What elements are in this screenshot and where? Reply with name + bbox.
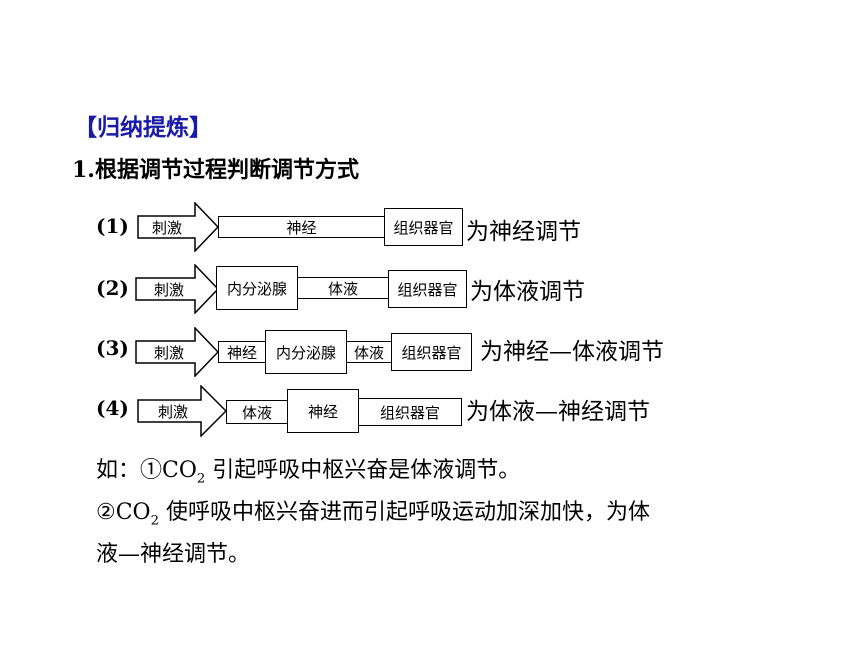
regulation-result: 为体液—神经调节 [466,399,650,425]
flow-step: 内分泌腺 [216,266,298,310]
stimulus-label: 刺激 [153,343,184,362]
flow-step: 体液 [346,341,392,363]
flow-step: 神经 [218,216,385,238]
flow-step: 组织器官 [388,270,467,308]
example-text: 使呼吸中枢兴奋进而引起呼吸运动加深加快，为体 [165,500,650,525]
example-line-1: 如：①CO2 引起呼吸中枢兴奋是体液调节。 [96,452,520,486]
row-number: (4) [96,396,129,420]
row-number: (3) [96,336,129,360]
regulation-result: 为神经调节 [466,219,581,245]
regulation-result: 为神经—体液调节 [480,339,664,365]
section-heading: 【归纳提炼】 [74,114,212,141]
subscript: 2 [196,471,206,487]
row-number: (1) [96,214,129,238]
example-text: 如：①CO [96,458,197,483]
stimulus-label: 刺激 [153,280,184,299]
flow-step: 神经 [287,389,359,433]
stimulus-arrow: 刺激 [137,385,227,437]
flow-step: 组织器官 [358,398,462,426]
subscript: 2 [150,513,159,529]
example-line-3: 液—神经调节。 [96,542,251,567]
flow-step: 神经 [218,341,266,363]
regulation-result: 为体液调节 [470,279,585,305]
example-line-2: ②CO2 使呼吸中枢兴奋进而引起呼吸运动加深加快，为体 [96,494,650,528]
flow-step: 体液 [226,400,288,424]
example-text: 引起呼吸中枢兴奋是体液调节。 [212,458,521,483]
row-number: (2) [96,276,129,300]
flow-step: 内分泌腺 [265,330,347,374]
stimulus-arrow: 刺激 [137,202,219,252]
stimulus-label: 刺激 [157,402,188,421]
flow-step: 组织器官 [384,208,463,246]
flow-step: 组织器官 [391,333,472,371]
section-subheading: 1.根据调节过程判断调节方式 [72,157,359,183]
stimulus-arrow: 刺激 [135,327,219,377]
stimulus-label: 刺激 [151,218,182,237]
flow-step: 体液 [297,277,389,299]
example-text: ②CO [96,500,151,525]
stimulus-arrow: 刺激 [135,264,219,314]
